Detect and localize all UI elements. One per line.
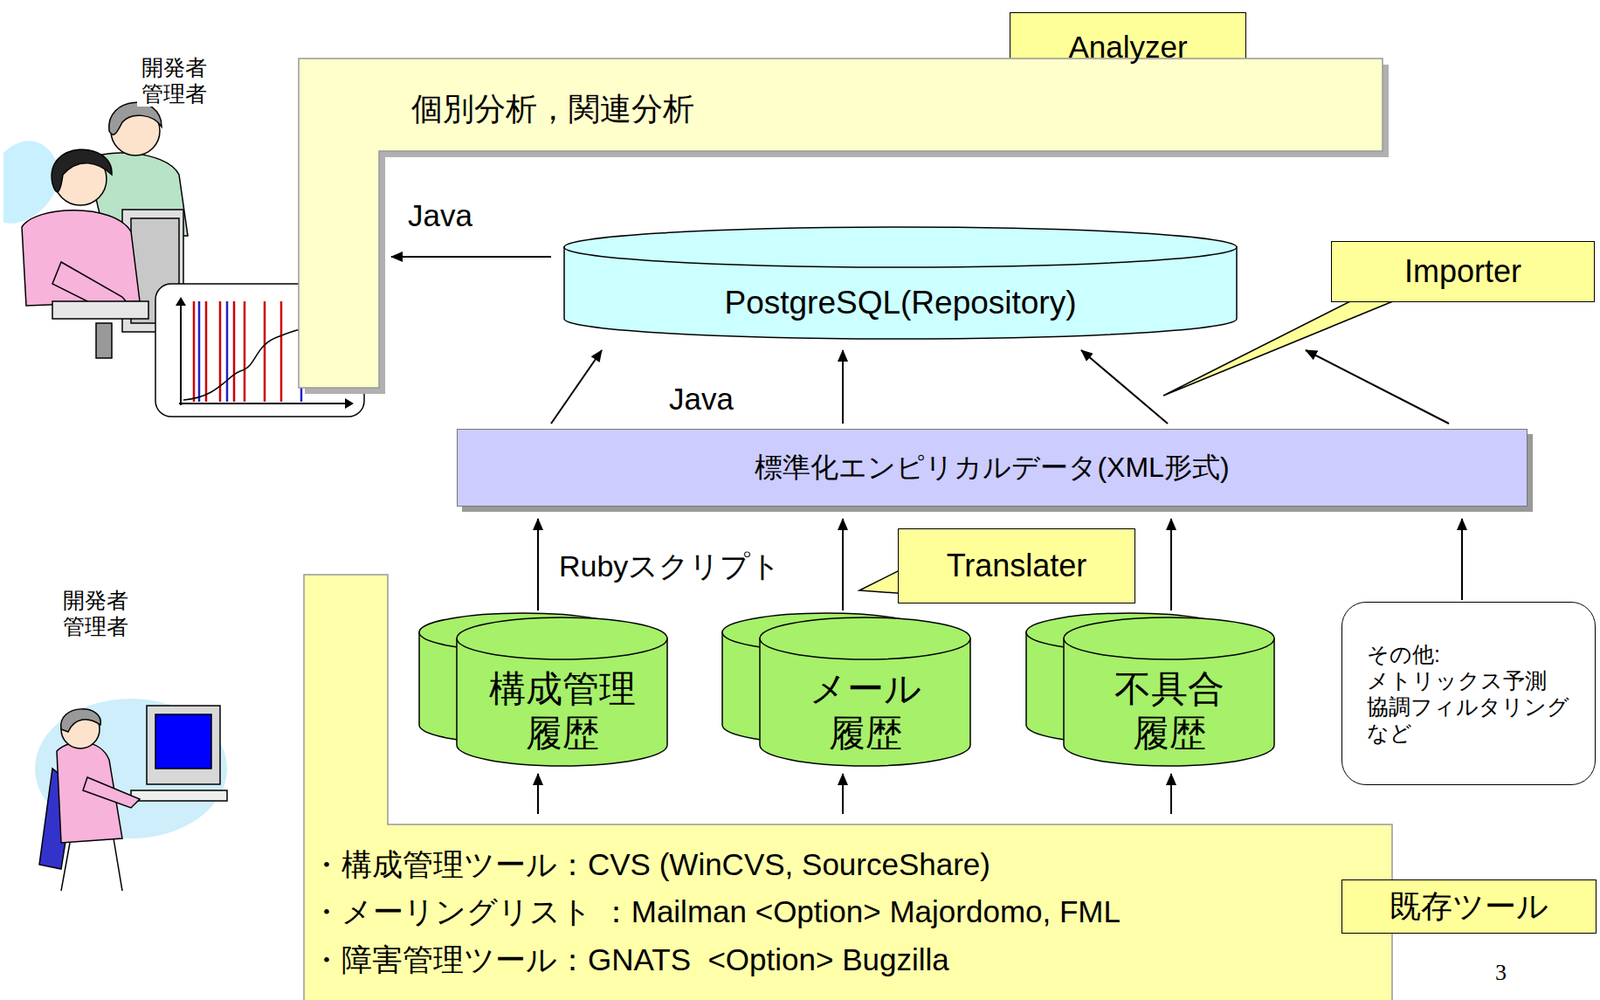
callout-box: 既存ツール	[1341, 879, 1597, 934]
node-text: 構成管理 履歴	[483, 667, 642, 756]
node-text: 既存ツール	[1389, 887, 1549, 925]
label-slot: 開発者 管理者	[137, 54, 212, 107]
person-desk	[34, 698, 228, 891]
text-label: Java	[668, 380, 734, 418]
label-slot: Java	[407, 197, 473, 235]
node-text: 不具合 履歴	[1090, 667, 1249, 756]
text-label: Java	[407, 197, 473, 235]
history-cylinder: メール 履歴	[721, 612, 972, 767]
node-text: Translater	[946, 546, 1088, 585]
tools-band: ・構成管理ツール：CVS (WinCVS, SourceShare)・メーリング…	[303, 574, 1393, 1000]
arrow-connector	[391, 255, 552, 258]
label-slot: 開発者 管理者	[58, 586, 133, 640]
node-text: 個別分析，関連分析	[411, 89, 695, 128]
history-cylinder: 構成管理 履歴	[418, 612, 669, 767]
text-label: 開発者 管理者	[58, 586, 133, 640]
callout-box: Translater	[897, 528, 1136, 604]
arrow-connector	[841, 350, 844, 424]
node-text: ・メーリングリスト ：Mailman <Option> Majordomo, F…	[310, 888, 1121, 936]
shape-outline	[303, 574, 1393, 1000]
label-slot: Java	[668, 380, 734, 418]
arrow-connector	[1461, 518, 1463, 600]
node-text: メール 履歴	[786, 667, 945, 756]
node-text: Analyzer	[1068, 28, 1187, 66]
repository-cylinder: PostgreSQL(Repository)	[563, 226, 1238, 340]
arrow-connector	[1081, 350, 1168, 424]
text-label: 開発者 管理者	[137, 54, 212, 107]
node-text: PostgreSQL(Repository)	[724, 283, 1076, 323]
node-text: ・障害管理ツール：GNATS <Option> Bugzilla	[310, 936, 950, 984]
arrow-connector	[537, 773, 539, 814]
callout-box: Importer	[1331, 241, 1595, 303]
note-box: その他: メトリックス予測 協調フィルタリング など	[1341, 601, 1596, 786]
arrow-connector	[1170, 773, 1173, 814]
arrow-connector	[537, 518, 539, 611]
arrow-connector	[1170, 518, 1173, 611]
data-bar: 標準化エンピリカルデータ(XML形式)	[456, 428, 1528, 507]
shape-outline	[563, 226, 1238, 340]
arrow-connector	[841, 518, 844, 611]
text-label: Rubyスクリプト	[558, 548, 781, 585]
label-slot: Rubyスクリプト	[558, 548, 781, 585]
node-text: ・構成管理ツール：CVS (WinCVS, SourceShare)	[310, 841, 991, 889]
page-number: 3	[1495, 958, 1507, 987]
node-text: その他: メトリックス予測 協調フィルタリング など	[1366, 641, 1571, 746]
label-slot: 3	[1495, 958, 1507, 987]
node-text: 標準化エンピリカルデータ(XML形式)	[754, 450, 1229, 484]
node-text: Importer	[1404, 252, 1522, 290]
arrow-connector	[841, 773, 844, 814]
history-cylinder: 不具合 履歴	[1025, 612, 1276, 767]
arrow-connector	[1305, 350, 1449, 424]
arrow-connector	[551, 350, 602, 424]
